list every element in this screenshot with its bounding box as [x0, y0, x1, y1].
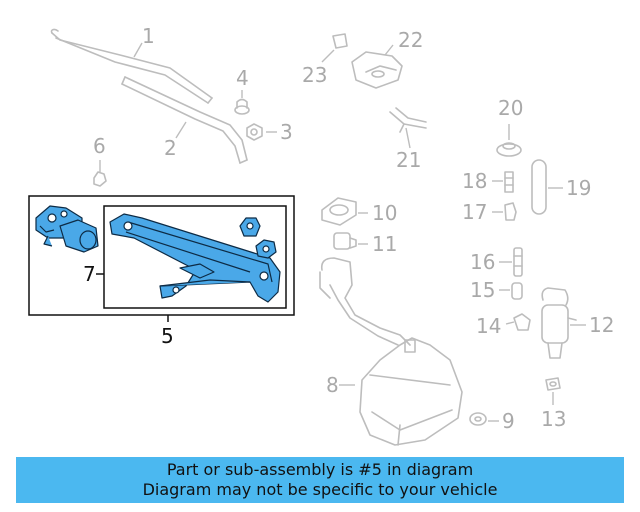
fitting-part-17: [504, 202, 517, 221]
reservoir-cap-part: [321, 197, 357, 226]
pivot-nut-part: [255, 239, 277, 259]
leader-lines: [99, 42, 586, 422]
wiper-motor-part: [35, 205, 99, 253]
hose-part: [531, 159, 547, 215]
fitting-part-15: [511, 282, 523, 300]
nozzle-part-16: [513, 247, 523, 277]
callout-5: 5: [161, 324, 174, 348]
callout-9: 9: [502, 409, 515, 433]
wiper-linkage-part: [109, 213, 281, 303]
callout-21: 21: [396, 148, 422, 172]
assembly-box-5: [28, 195, 295, 316]
callout-15: 15: [470, 278, 496, 302]
washer-nozzle-part: [351, 51, 403, 89]
filter-part: [333, 232, 357, 250]
banner-line-1: Part or sub-assembly is #5 in diagram: [166, 460, 474, 479]
callout-16: 16: [470, 250, 496, 274]
clip-part-23: [332, 33, 348, 49]
callout-4: 4: [236, 66, 249, 90]
callout-8: 8: [326, 373, 339, 397]
callout-23: 23: [302, 63, 328, 87]
grommet-part: [469, 412, 487, 426]
cap-part: [234, 98, 250, 115]
subassembly-box-7: [103, 205, 287, 309]
washer-reservoir-part: [319, 257, 463, 446]
callout-10: 10: [372, 201, 398, 225]
callout-3: 3: [280, 120, 293, 144]
wiper-blade-part: [50, 28, 213, 104]
fitting-part-18: [504, 171, 514, 193]
callout-13: 13: [541, 407, 567, 431]
callout-12: 12: [589, 313, 615, 337]
callout-14: 14: [476, 314, 502, 338]
connector-part: [513, 313, 531, 331]
callout-20: 20: [498, 96, 524, 120]
washer-pump-part: [541, 287, 577, 359]
callout-17: 17: [462, 200, 488, 224]
callout-11: 11: [372, 232, 398, 256]
callout-19: 19: [566, 176, 592, 200]
pump-grommet-part: [545, 377, 561, 391]
nut-part: [246, 123, 263, 141]
wiper-arm-part: [121, 76, 248, 164]
banner-line-2: Diagram may not be specific to your vehi…: [142, 480, 498, 499]
pivot-cap-part: [239, 217, 261, 237]
callout-6: 6: [93, 134, 106, 158]
hose-joint-part: [389, 107, 427, 133]
info-banner: Part or sub-assembly is #5 in diagram Di…: [16, 457, 624, 503]
callout-22: 22: [398, 28, 424, 52]
clip-part: [93, 171, 107, 187]
callout-18: 18: [462, 169, 488, 193]
grommet-part-20: [496, 142, 522, 157]
callout-1: 1: [142, 24, 155, 48]
callout-7: 7: [83, 262, 96, 286]
callout-2: 2: [164, 136, 177, 160]
